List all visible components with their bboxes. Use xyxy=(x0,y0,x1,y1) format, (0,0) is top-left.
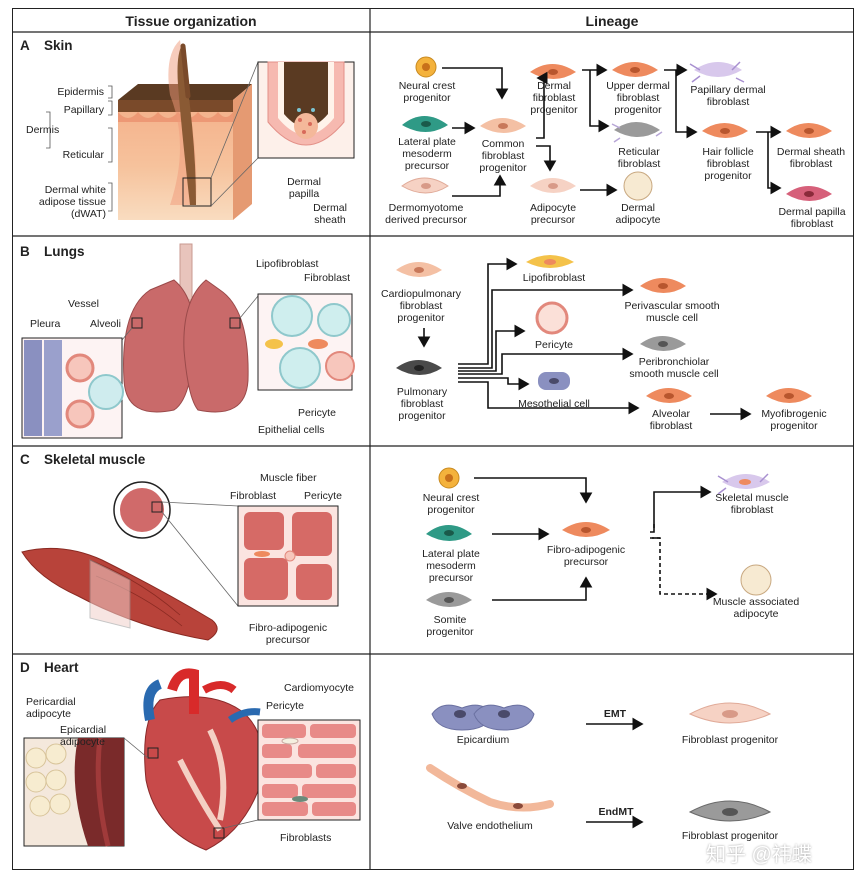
muscle-fiber-inset xyxy=(237,505,339,607)
heart-illustration xyxy=(23,668,264,851)
skin-block-illustration xyxy=(118,40,259,220)
lungs-illustration xyxy=(121,243,259,413)
lineage-arrows xyxy=(417,63,782,829)
label-fibroblast-c: Fibroblast xyxy=(230,490,277,502)
header-lineage: Lineage xyxy=(585,13,639,29)
label-lipofibroblast: Lipofibroblast xyxy=(256,258,319,270)
lin-b-mesothelial: Mesothelial cell xyxy=(518,398,590,410)
lin-d-epicardium: Epicardium xyxy=(456,734,510,746)
label-pericyte-d: Pericyte xyxy=(266,700,304,712)
lin-d-endmt: EndMT xyxy=(598,806,634,818)
hair-follicle-inset xyxy=(257,61,355,159)
pleura-vessel-inset xyxy=(21,337,124,439)
label-dermis: Dermis xyxy=(26,124,60,136)
header-tissue-organization: Tissue organization xyxy=(125,13,257,29)
label-pericyte: Pericyte xyxy=(298,407,336,419)
label-cardiomyocyte: Cardiomyocyte xyxy=(284,682,355,694)
label-epithelial-cells: Epithelial cells xyxy=(258,424,325,436)
label-fibroblasts-d: Fibroblasts xyxy=(280,832,332,844)
lin-b-pericyte: Pericyte xyxy=(535,339,573,351)
lin-b-lipofibroblast: Lipofibroblast xyxy=(522,272,586,284)
alveoli-inset xyxy=(257,293,355,391)
label-epidermis: Epidermis xyxy=(57,86,104,98)
label-muscle-fiber: Muscle fiber xyxy=(260,472,317,484)
label-pericyte-c: Pericyte xyxy=(304,490,342,502)
label-fibroblast: Fibroblast xyxy=(304,272,351,284)
lin-d-emt: EMT xyxy=(603,708,627,720)
figure-frame xyxy=(12,8,854,870)
cardiomyocyte-inset xyxy=(257,719,361,821)
lin-d-valve: Valve endothelium xyxy=(447,820,533,832)
skeletal-muscle-illustration xyxy=(21,481,239,641)
dashed-arrow xyxy=(650,537,718,601)
lin-d-fib-prog-1: Fibroblast progenitor xyxy=(681,734,779,746)
lin-d-fib-prog-2: Fibroblast progenitor xyxy=(681,830,779,842)
lineage-cells xyxy=(396,56,832,822)
label-reticular: Reticular xyxy=(62,149,104,161)
grid-lines xyxy=(12,8,854,870)
label-alveoli: Alveoli xyxy=(90,318,121,330)
label-vessel: Vessel xyxy=(68,298,99,310)
label-pleura: Pleura xyxy=(30,318,61,330)
skin-layer-brackets xyxy=(46,85,113,212)
watermark: 知乎 @祎蝶 xyxy=(706,844,812,866)
label-papillary: Papillary xyxy=(63,104,104,116)
